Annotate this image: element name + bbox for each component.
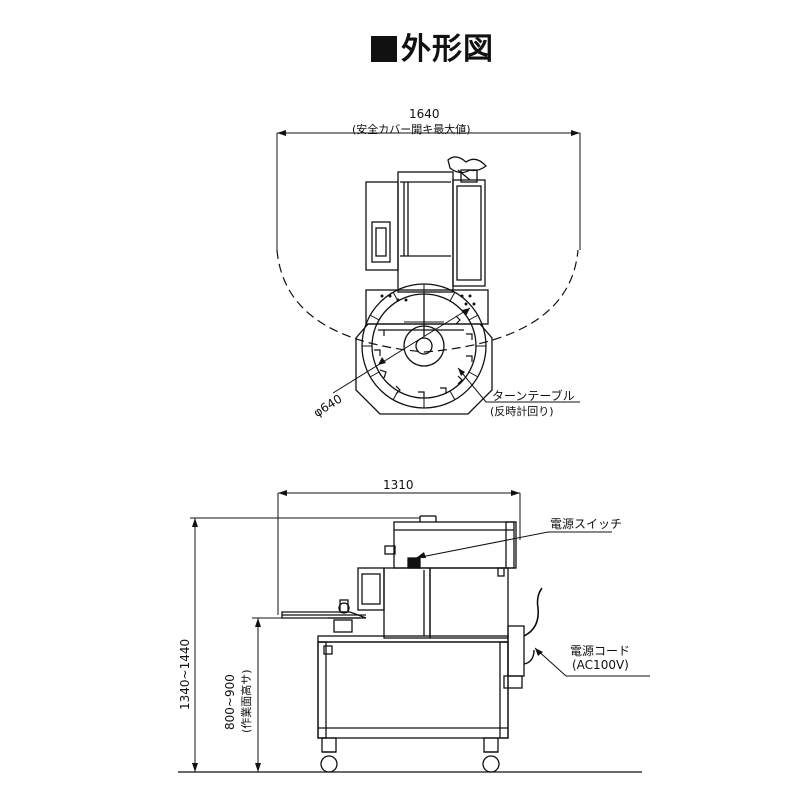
turntable-label: ターンテーブル bbox=[492, 389, 575, 403]
square-bullet-icon bbox=[371, 36, 397, 62]
side-view bbox=[178, 490, 650, 773]
page-title: 外形図 bbox=[371, 24, 494, 68]
width-dimension-note: (安全カバー開キ最大値) bbox=[352, 123, 471, 136]
page-title-text: 外形図 bbox=[401, 32, 494, 67]
top-view bbox=[276, 130, 581, 415]
work-height-dimension-label: 800~900 bbox=[223, 674, 237, 730]
side-width-dimension-label: 1310 bbox=[383, 478, 414, 492]
turntable-note: (反時計回り) bbox=[490, 405, 554, 418]
power-cord-label: 電源コード bbox=[570, 644, 631, 658]
power-cord-spec: (AC100V) bbox=[572, 658, 629, 672]
power-switch-label: 電源スイッチ bbox=[550, 517, 623, 531]
work-height-note: (作業面高サ) bbox=[240, 669, 253, 733]
height-dimension-label: 1340~1440 bbox=[178, 638, 192, 710]
width-dimension-label: 1640 bbox=[409, 107, 440, 121]
